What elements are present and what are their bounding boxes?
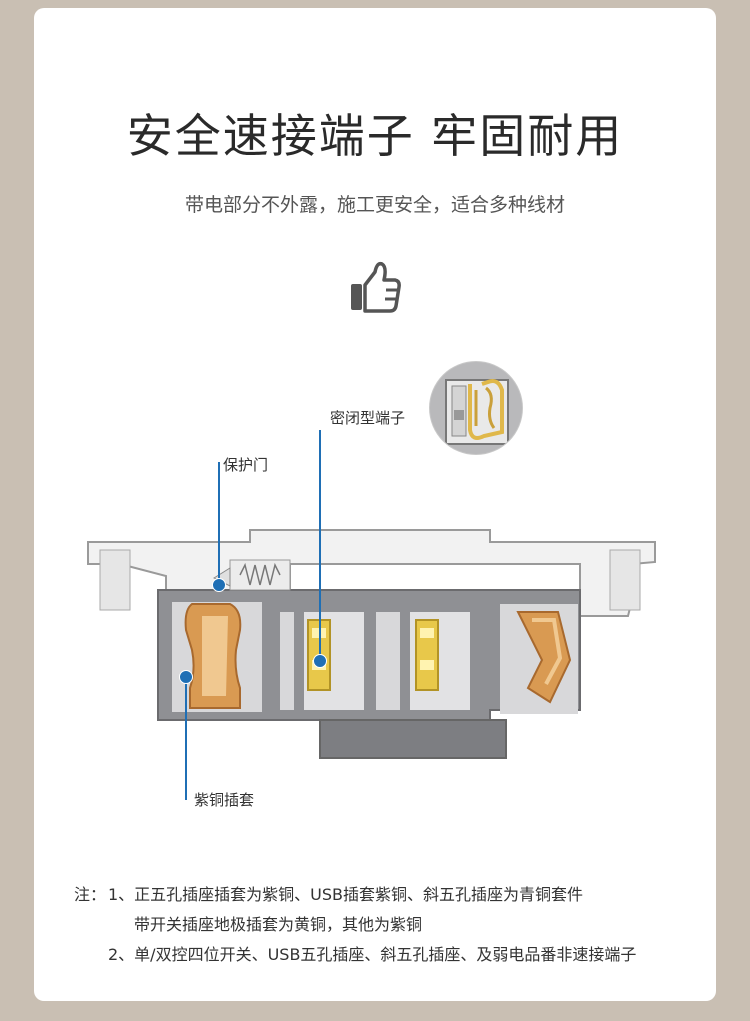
callout-label-copper-sleeve: 紫铜插套 xyxy=(194,791,255,809)
socket-cross-section-diagram xyxy=(87,529,656,759)
note-line-2: 2、单/双控四位开关、USB五孔插座、斜五孔插座、及弱电品番非速接端子 xyxy=(108,945,637,964)
callout-dot-sealed-terminal xyxy=(313,654,327,668)
page-title: 安全速接端子 牢固耐用 xyxy=(126,109,624,163)
note-line-1: 1、正五孔插座插套为紫铜、USB插套紫铜、斜五孔插座为青铜套件 xyxy=(108,885,584,904)
page-subtitle: 带电部分不外露，施工更安全，适合多种线材 xyxy=(184,194,565,216)
callout-label-protective-door: 保护门 xyxy=(223,456,269,474)
callout-dot-protective-door xyxy=(212,578,226,592)
callout-line-protective-door xyxy=(218,462,220,582)
callout-line-sealed-terminal xyxy=(319,430,321,660)
sealed-terminal-zoom-image xyxy=(429,361,523,455)
callout-line-copper-sleeve xyxy=(185,676,187,800)
thumbs-up-icon xyxy=(351,261,401,313)
callout-label-sealed-terminal: 密闭型端子 xyxy=(330,409,406,427)
callout-dot-copper-sleeve xyxy=(179,670,193,684)
notes-prefix: 注： xyxy=(74,885,107,904)
note-line-1b: 带开关插座地极插套为黄铜，其他为紫铜 xyxy=(134,915,423,934)
content-card xyxy=(34,8,716,1001)
